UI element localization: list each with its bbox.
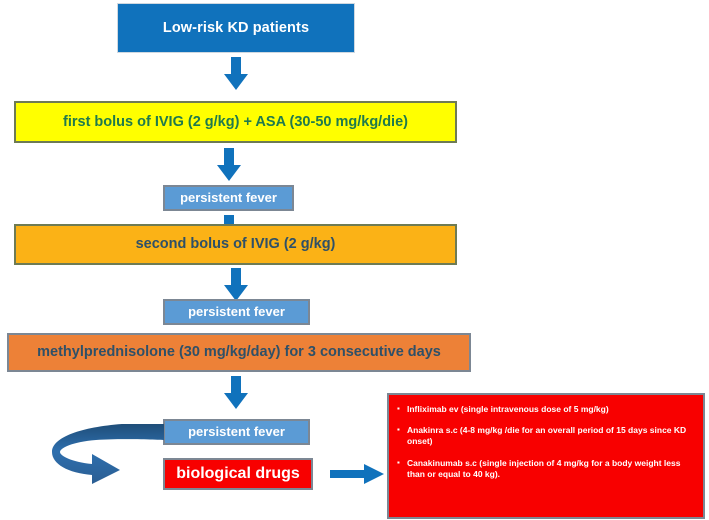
node-persistent-fever-1: persistent fever xyxy=(163,185,294,211)
node-low-risk-kd-patients: Low-risk KD patients xyxy=(117,3,355,53)
arrow-down-icon-4 xyxy=(224,268,248,301)
node-label: Low-risk KD patients xyxy=(162,19,310,36)
list-item: ▪ Canakinumab s.c (single injection of 4… xyxy=(397,458,693,480)
bullet-icon: ▪ xyxy=(397,425,400,435)
node-biological-drugs: biological drugs xyxy=(163,458,313,490)
circular-arrow-icon xyxy=(52,424,164,484)
node-label: biological drugs xyxy=(176,464,300,482)
list-item: ▪ Anakinra s.c (4-8 mg/kg /die for an ov… xyxy=(397,425,693,447)
list-item-text: Infliximab ev (single intravenous dose o… xyxy=(407,404,609,414)
biologics-detail-panel: ▪ Infliximab ev (single intravenous dose… xyxy=(387,393,705,519)
node-persistent-fever-3: persistent fever xyxy=(163,419,310,445)
arrow-down-icon-5 xyxy=(224,376,248,409)
node-label: persistent fever xyxy=(188,423,285,439)
bullet-icon: ▪ xyxy=(397,457,400,467)
node-persistent-fever-2: persistent fever xyxy=(163,299,310,325)
arrow-right-icon xyxy=(330,464,384,484)
node-label: first bolus of IVIG (2 g/kg) + ASA (30-5… xyxy=(63,113,408,130)
node-methylprednisolone: methylprednisolone (30 mg/kg/day) for 3 … xyxy=(7,333,471,372)
node-second-bolus-ivig: second bolus of IVIG (2 g/kg) xyxy=(14,224,457,265)
list-item-text: Anakinra s.c (4-8 mg/kg /die for an over… xyxy=(407,425,687,447)
node-label: persistent fever xyxy=(188,303,285,319)
bullet-icon: ▪ xyxy=(397,404,400,413)
node-label: methylprednisolone (30 mg/kg/day) for 3 … xyxy=(37,344,441,361)
arrow-down-icon-2 xyxy=(217,148,241,181)
node-first-bolus-ivig-asa: first bolus of IVIG (2 g/kg) + ASA (30-5… xyxy=(14,101,457,143)
node-label: second bolus of IVIG (2 g/kg) xyxy=(135,236,336,253)
arrow-down-icon-1 xyxy=(224,57,248,90)
list-item-text: Canakinumab s.c (single injection of 4 m… xyxy=(407,457,681,479)
list-item: ▪ Infliximab ev (single intravenous dose… xyxy=(397,404,693,415)
node-label: persistent fever xyxy=(180,189,277,205)
